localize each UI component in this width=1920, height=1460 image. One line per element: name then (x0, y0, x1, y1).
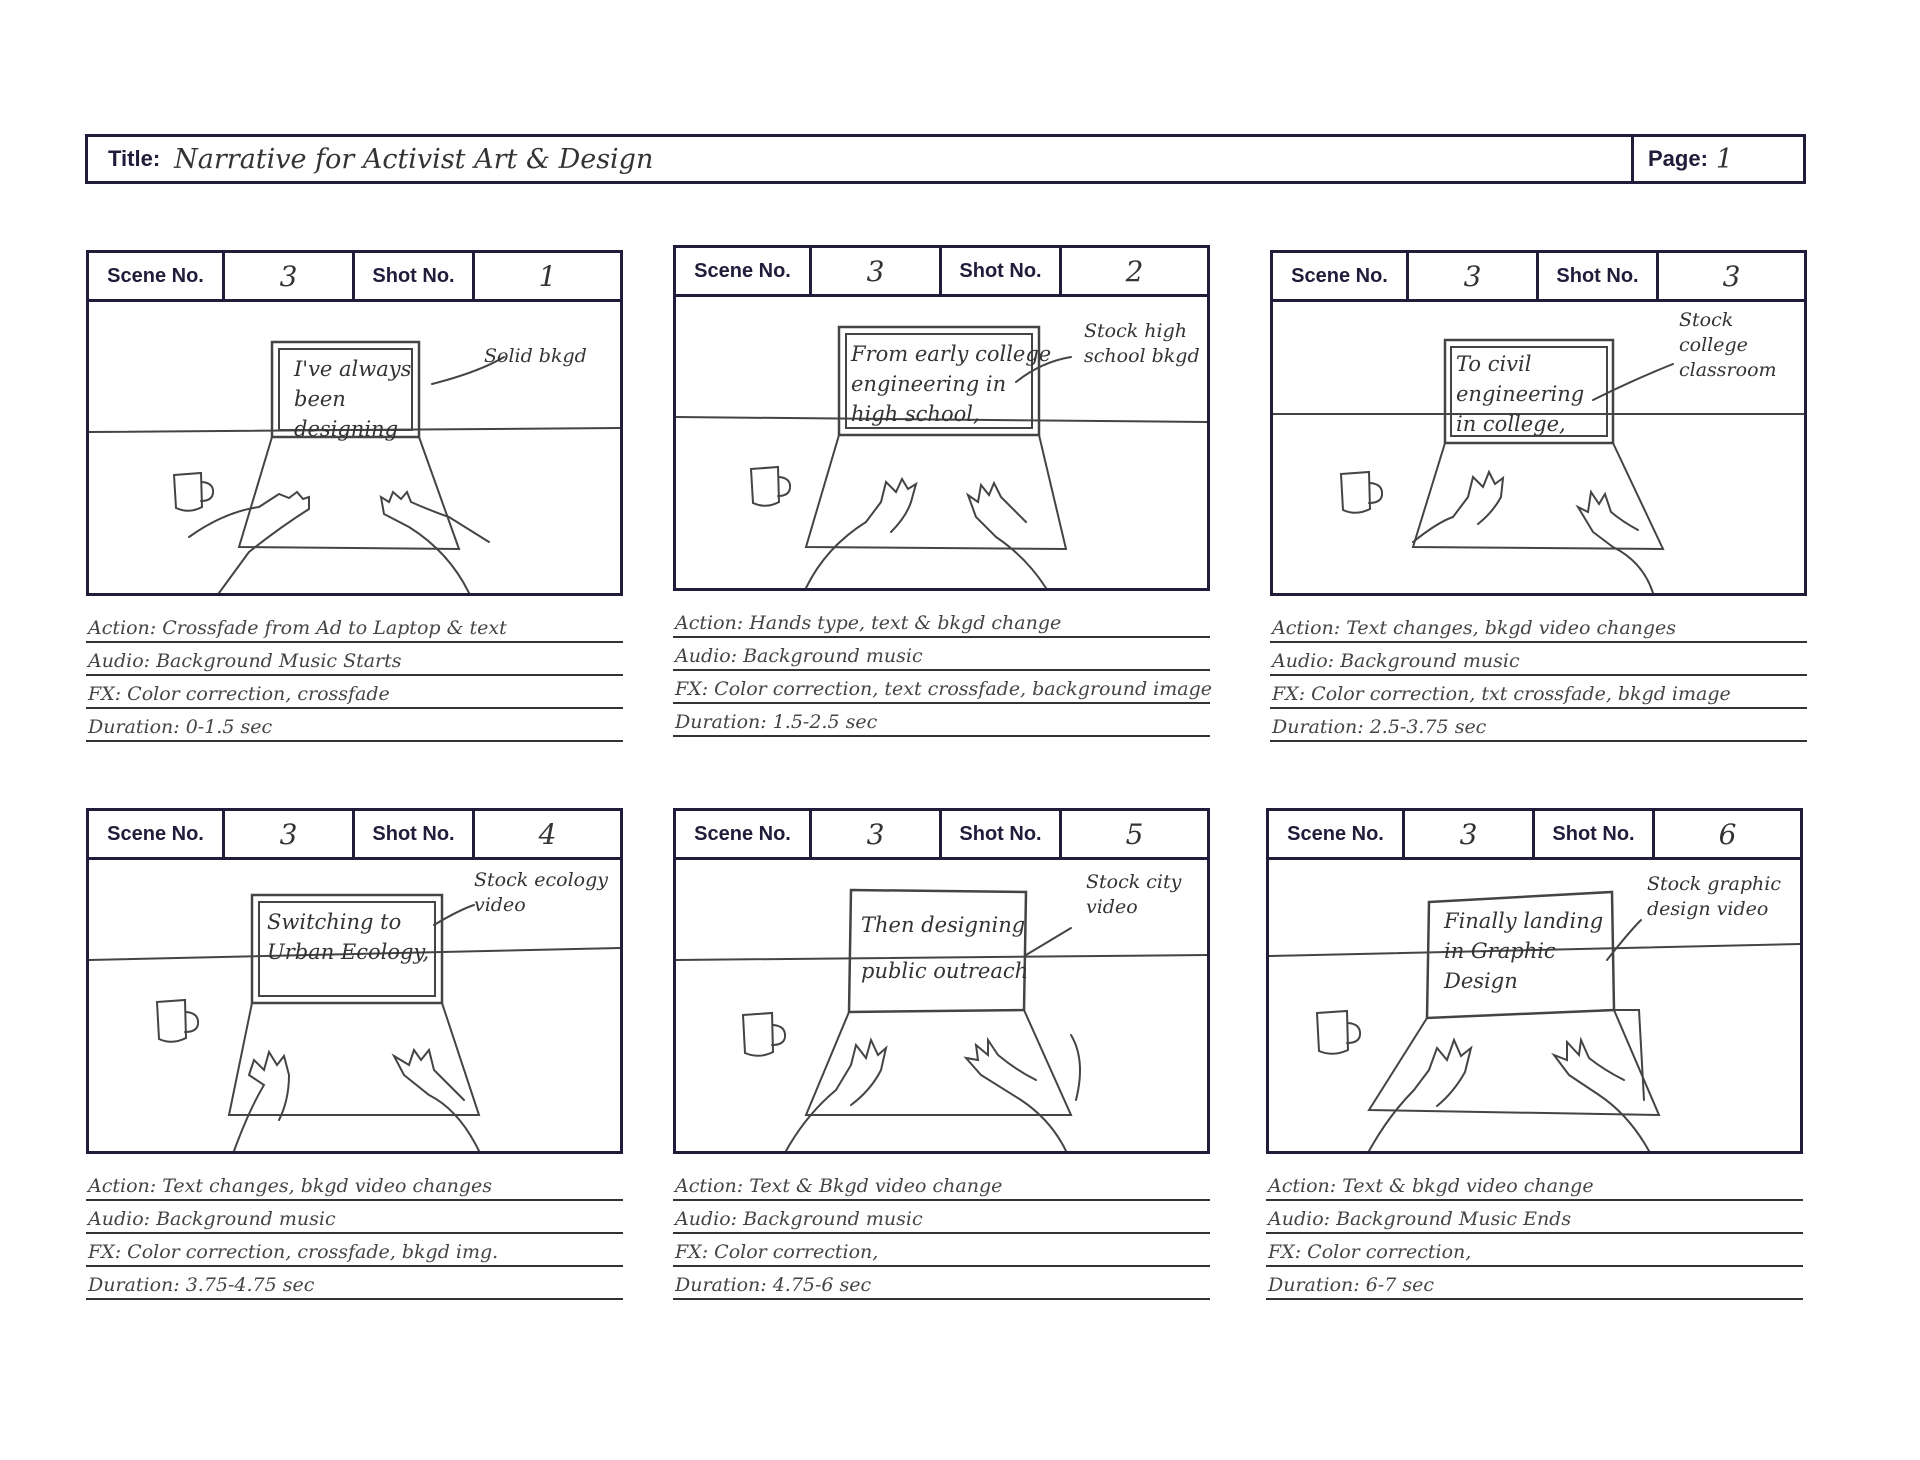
action-note: Action: Text changes, bkgd video changes (1272, 617, 1677, 639)
storyboard-panel-1: Scene No. 3 Shot No. 1 I've always been … (86, 250, 623, 742)
scene-number: 3 (866, 254, 885, 288)
background-note: Stock high school bkgd (1084, 320, 1200, 367)
shot-number: 2 (1125, 254, 1144, 288)
shot-label: Shot No. (959, 259, 1042, 282)
title-label: Title: (108, 146, 161, 171)
scene-label: Scene No. (107, 822, 204, 845)
title-value: Narrative for Activist Art & Design (174, 143, 654, 175)
audio-note: Audio: Background music (1272, 650, 1520, 672)
scene-label: Scene No. (1287, 822, 1384, 845)
duration-note: Duration: 0-1.5 sec (88, 716, 273, 738)
audio-note: Audio: Background Music Ends (1268, 1208, 1572, 1230)
audio-note: Audio: Background Music Starts (88, 650, 402, 672)
scene-number: 3 (1463, 259, 1482, 293)
sketch-frame: To civil engineering in college, Stock c… (1270, 299, 1807, 596)
sketch-drawing (1273, 338, 1804, 593)
sketch-frame: I've always been designing Solid bkgd (86, 299, 623, 596)
page-label: Page: (1648, 146, 1708, 171)
scene-label: Scene No. (694, 822, 791, 845)
sketch-drawing (676, 888, 1207, 1151)
scene-label: Scene No. (107, 264, 204, 287)
shot-notes: Action: Hands type, text & bkgd change A… (673, 605, 1212, 737)
laptop-screen-text: Finally landing in Graphic Design (1444, 909, 1604, 993)
fx-note: FX: Color correction, crossfade (88, 683, 390, 705)
action-note: Action: Hands type, text & bkgd change (675, 612, 1062, 634)
page-value: 1 (1715, 143, 1734, 175)
fx-note: FX: Color correction, (675, 1241, 879, 1263)
sketch-drawing (676, 325, 1207, 588)
duration-note: Duration: 4.75-6 sec (675, 1274, 872, 1296)
scene-label: Scene No. (694, 259, 791, 282)
panel-header: Scene No. 3 Shot No. 3 (1270, 250, 1807, 299)
shot-notes: Action: Text & Bkgd video change Audio: … (673, 1168, 1210, 1300)
storyboard-panel-3: Scene No. 3 Shot No. 3 To civil engineer… (1270, 250, 1807, 742)
sketch-drawing (89, 893, 620, 1151)
laptop-screen-text: From early college engineering in high s… (851, 342, 1052, 426)
storyboard-panel-6: Scene No. 3 Shot No. 6 Finally landing i… (1266, 808, 1803, 1300)
page-box: Page: 1 (1631, 137, 1803, 181)
action-note: Action: Text & bkgd video change (1268, 1175, 1594, 1197)
shot-number: 1 (538, 259, 557, 293)
shot-notes: Action: Text & bkgd video change Audio: … (1266, 1168, 1803, 1300)
shot-number: 6 (1718, 817, 1737, 851)
sketch-frame: Then designing public outreach Stock cit… (673, 857, 1210, 1154)
storyboard-panel-2: Scene No. 3 Shot No. 2 From early colleg… (673, 245, 1212, 737)
laptop-screen-text: To civil engineering in college, (1456, 352, 1585, 436)
scene-label: Scene No. (1291, 264, 1388, 287)
sketch-frame: From early college engineering in high s… (673, 294, 1210, 591)
title-bar: Title: Narrative for Activist Art & Desi… (85, 134, 1806, 184)
action-note: Action: Text changes, bkgd video changes (88, 1175, 493, 1197)
background-note: Stock graphic design video (1647, 873, 1781, 920)
shot-label: Shot No. (1556, 264, 1639, 287)
action-note: Action: Crossfade from Ad to Laptop & te… (88, 617, 507, 639)
shot-label: Shot No. (372, 264, 455, 287)
panel-header: Scene No. 3 Shot No. 4 (86, 808, 623, 857)
shot-number: 4 (538, 817, 557, 851)
fx-note: FX: Color correction, text crossfade, ba… (675, 678, 1212, 700)
duration-note: Duration: 6-7 sec (1268, 1274, 1434, 1296)
laptop-screen-text: Switching to Urban Ecology, (267, 910, 430, 964)
storyboard-panel-4: Scene No. 3 Shot No. 4 Switching to Urba… (86, 808, 623, 1300)
sketch-drawing (89, 340, 620, 593)
fx-note: FX: Color correction, txt crossfade, bkg… (1272, 683, 1731, 705)
laptop-screen-text: Then designing public outreach (861, 913, 1029, 983)
duration-note: Duration: 3.75-4.75 sec (88, 1274, 315, 1296)
background-note: Solid bkgd (484, 345, 587, 367)
panel-header: Scene No. 3 Shot No. 5 (673, 808, 1210, 857)
panel-header: Scene No. 3 Shot No. 6 (1266, 808, 1803, 857)
panel-header: Scene No. 3 Shot No. 2 (673, 245, 1210, 294)
shot-label: Shot No. (959, 822, 1042, 845)
scene-number: 3 (279, 259, 298, 293)
storyboard-panel-5: Scene No. 3 Shot No. 5 Then designing pu… (673, 808, 1210, 1300)
sketch-frame: Finally landing in Graphic Design Stock … (1266, 857, 1803, 1154)
duration-note: Duration: 2.5-3.75 sec (1272, 716, 1487, 738)
shot-label: Shot No. (1552, 822, 1635, 845)
panel-header: Scene No. 3 Shot No. 1 (86, 250, 623, 299)
background-note: Stock city video (1086, 871, 1182, 918)
scene-number: 3 (279, 817, 298, 851)
shot-number: 5 (1125, 817, 1144, 851)
shot-notes: Action: Crossfade from Ad to Laptop & te… (86, 610, 623, 742)
scene-number: 3 (1459, 817, 1478, 851)
shot-label: Shot No. (372, 822, 455, 845)
audio-note: Audio: Background music (675, 645, 923, 667)
fx-note: FX: Color correction, crossfade, bkgd im… (88, 1241, 499, 1263)
audio-note: Audio: Background music (88, 1208, 336, 1230)
sketch-frame: Switching to Urban Ecology, Stock ecolog… (86, 857, 623, 1154)
scene-number: 3 (866, 817, 885, 851)
sketch-drawing (1269, 890, 1800, 1151)
audio-note: Audio: Background music (675, 1208, 923, 1230)
duration-note: Duration: 1.5-2.5 sec (675, 711, 878, 733)
shot-number: 3 (1722, 259, 1741, 293)
fx-note: FX: Color correction, (1268, 1241, 1472, 1263)
background-note: Stock ecology video (474, 869, 609, 916)
shot-notes: Action: Text changes, bkgd video changes… (1270, 610, 1807, 742)
shot-notes: Action: Text changes, bkgd video changes… (86, 1168, 623, 1300)
background-note: Stock college classroom (1679, 309, 1777, 381)
laptop-screen-text: I've always been designing (294, 357, 412, 441)
action-note: Action: Text & Bkgd video change (675, 1175, 1003, 1197)
